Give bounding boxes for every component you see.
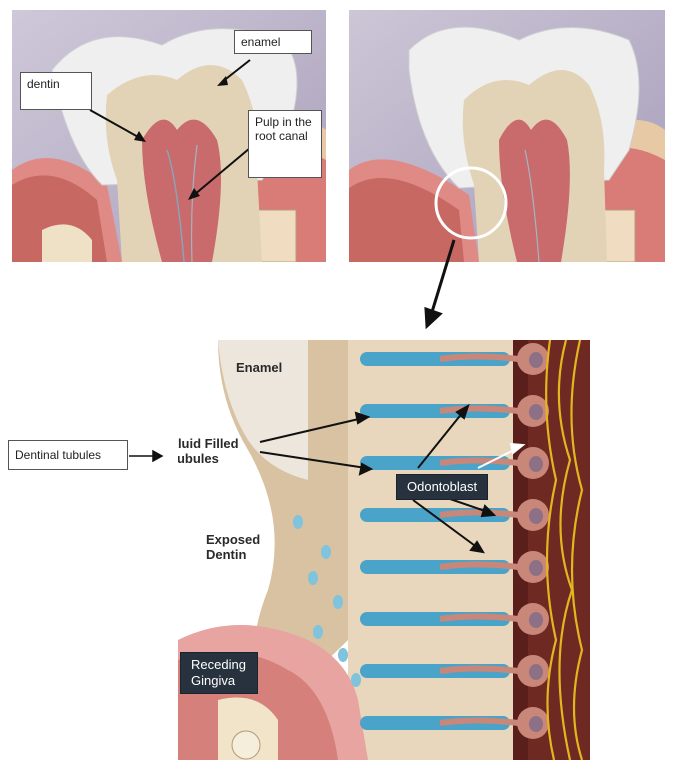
magnify-arrowhead <box>426 309 440 326</box>
odontoblast-nucleus <box>529 716 543 732</box>
exposed-dentin-caption: Exposed Dentin <box>206 532 286 562</box>
odontoblast-process <box>440 513 518 516</box>
pulp-label: Pulp in the root canal <box>248 110 322 178</box>
odontoblast-nucleus <box>529 560 543 576</box>
odontoblast-process <box>440 461 518 464</box>
dentinal-tubules-arrowhead <box>153 451 162 461</box>
odontoblast-nucleus <box>529 664 543 680</box>
tooth-magnified-region-panel <box>349 10 665 262</box>
odontoblast-nucleus <box>529 456 543 472</box>
dentinal-tubules-label: Dentinal tubules <box>8 440 128 470</box>
fluid-droplet <box>321 545 331 559</box>
fluid-droplet <box>338 648 348 662</box>
odontoblast-nucleus <box>529 404 543 420</box>
odontoblast-process <box>440 409 518 412</box>
odontoblast-label: Odontoblast <box>396 474 488 500</box>
enamel-caption: Enamel <box>236 360 282 375</box>
tooth-highlight-illustration <box>349 10 665 262</box>
odontoblast-nucleus <box>529 508 543 524</box>
enamel-label: enamel <box>234 30 312 54</box>
odontoblast-process <box>440 669 518 672</box>
dentin-label: dentin <box>20 72 92 110</box>
fluid-droplet <box>308 571 318 585</box>
fluid-droplet <box>351 673 361 687</box>
odontoblast-process <box>440 357 518 360</box>
fluid-droplet <box>293 515 303 529</box>
odontoblast-nucleus <box>529 612 543 628</box>
fluid-droplet <box>313 625 323 639</box>
odontoblast-process <box>440 721 518 724</box>
fluid-filled-tubules-caption: Fluid Filled Tubules <box>178 436 260 466</box>
tooth-cross-section-panel: enamel dentin Pulp in the root canal <box>12 10 326 262</box>
odontoblast-nucleus <box>529 352 543 368</box>
receding-gingiva-label: Receding Gingiva <box>180 652 258 694</box>
odontoblast-process <box>440 565 518 568</box>
odontoblast-process <box>440 617 518 620</box>
fluid-droplet <box>333 595 343 609</box>
dentinal-tubule-diagram: Enamel Fluid Filled Tubules Exposed Dent… <box>178 340 590 760</box>
